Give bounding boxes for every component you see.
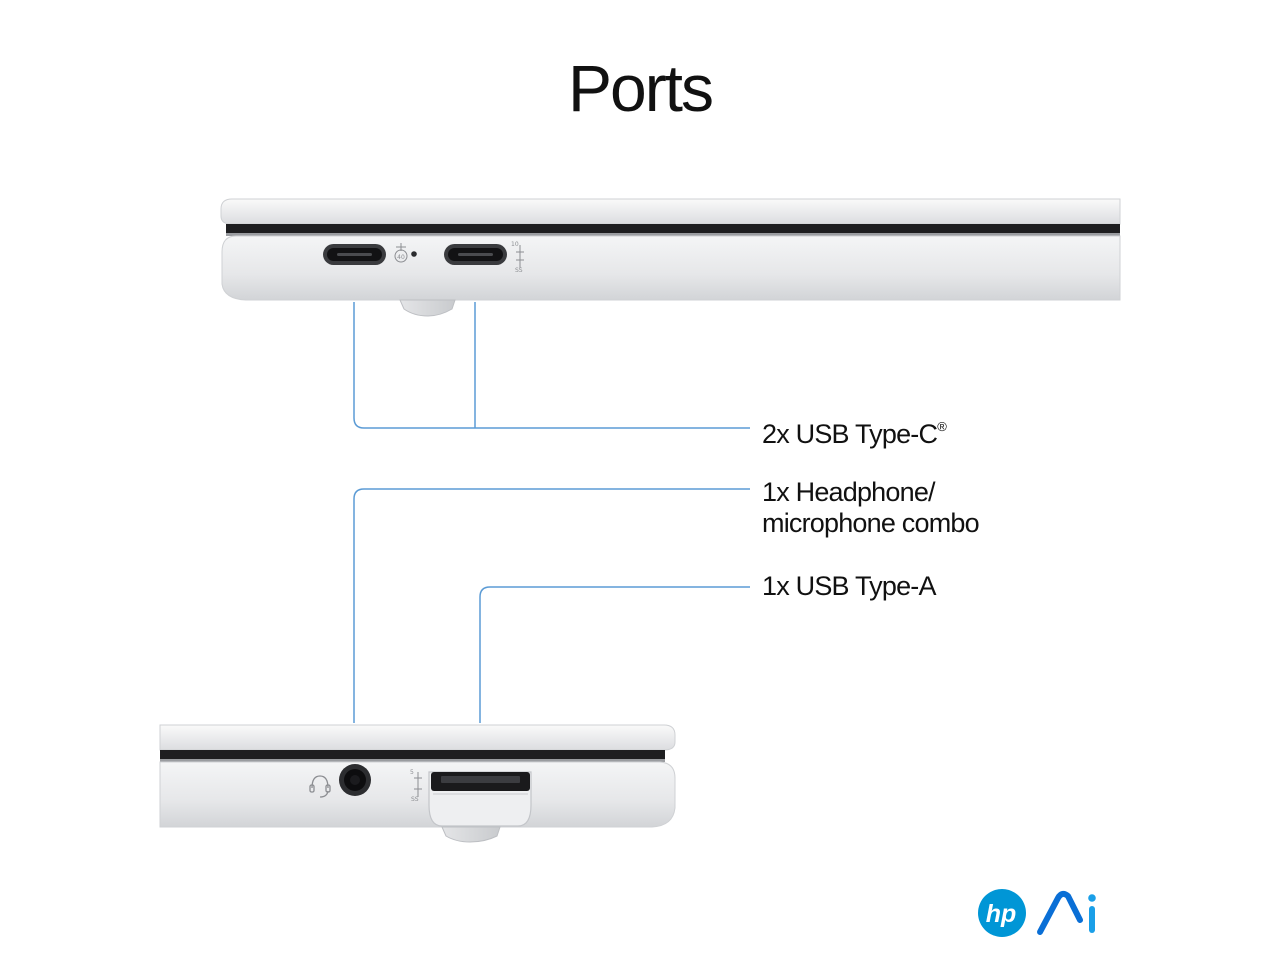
svg-text:hp: hp — [986, 900, 1017, 928]
callout-usb-a: 1x USB Type-A — [762, 571, 936, 601]
callout-usb-c: 2x USB Type-C® — [762, 419, 947, 449]
headset-icon — [309, 775, 331, 798]
hp-logo: hp — [978, 889, 1026, 937]
usb-a-speed-label: 5 — [410, 769, 414, 776]
callout-line-usb-c-1 — [353, 302, 750, 429]
thunderbolt-speed-label: 40 — [397, 254, 405, 261]
callout-line-usb-a — [479, 586, 750, 723]
callout-lines — [353, 302, 750, 723]
charge-indicator-light — [411, 251, 417, 257]
svg-text:SS: SS — [515, 267, 523, 274]
usb-a-superspeed-icon: SS — [411, 772, 422, 803]
registered-mark: ® — [937, 419, 947, 434]
callout-headphone-line2: microphone combo — [762, 508, 980, 538]
thunderbolt-40-icon — [394, 243, 408, 263]
usb-c-speed-label: 10 — [511, 241, 519, 248]
svg-text:SS: SS — [411, 796, 419, 803]
ai-logo — [1037, 890, 1096, 935]
callout-line-audio — [353, 488, 750, 723]
page-title: Ports — [567, 51, 714, 125]
laptop-top-view: 40 SS 10 — [220, 198, 1121, 317]
laptop-bottom-view: SS 5 — [159, 724, 676, 843]
callout-headphone-mic: 1x Headphone/microphone combo — [762, 477, 980, 539]
usb-superspeed-icon: SS — [515, 245, 524, 274]
callout-headphone-line1: 1x Headphone/ — [762, 477, 936, 507]
